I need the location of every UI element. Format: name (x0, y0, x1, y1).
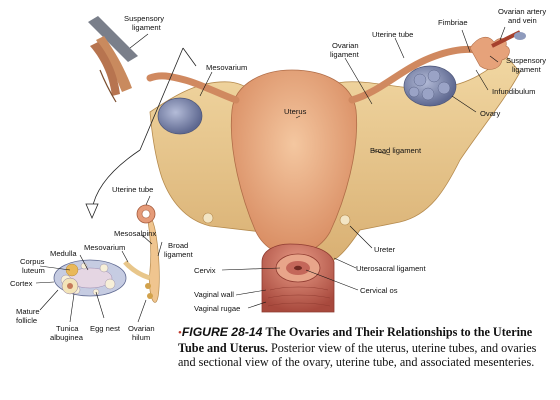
label-infundibulum: Infundibulum (492, 87, 535, 96)
figure-body: Posterior view of the uterus, uterine tu… (178, 340, 537, 370)
label-mesovarium-top: Mesovarium (206, 63, 247, 72)
fimbriae (469, 36, 510, 70)
label-ovarian-ligament: Ovarian ligament (330, 41, 361, 59)
label-ovarian-hilum: Ovarian hilum (128, 324, 157, 342)
label-broad-ligament-right: Broad ligament (370, 146, 422, 155)
label-broad-ligament-inset: Broad ligament (164, 241, 194, 259)
figure-caption: •FIGURE 28-14 The Ovaries and Their Rela… (178, 325, 556, 370)
label-cervix: Cervix (194, 266, 216, 275)
label-egg-nest: Egg nest (90, 324, 121, 333)
label-uterine-tube-top: Uterine tube (372, 30, 413, 39)
label-tunica-albuginea: Tunica albuginea (50, 324, 84, 342)
label-ureter: Ureter (374, 245, 396, 254)
label-vaginal-wall: Vaginal wall (194, 290, 234, 299)
ovary-left (157, 97, 203, 135)
label-uterine-tube-inset: Uterine tube (112, 185, 153, 194)
label-mesosalpinx: Mesosalpinx (114, 229, 156, 238)
inset-ovary-section (53, 204, 160, 303)
label-mature-follicle: Mature follicle (16, 307, 42, 325)
label-mesovarium-inset: Mesovarium (84, 243, 125, 252)
figure-number: FIGURE 28-14 (181, 325, 263, 339)
figure-title: The Ovaries and Their Relationships to t… (178, 325, 533, 355)
left-suspensory-vessels (88, 16, 138, 103)
uterine-tube-left (146, 72, 240, 104)
leader-lines (35, 26, 506, 323)
label-corpus-luteum: Corpus luteum (20, 257, 47, 275)
label-ovarian-artery-vein: Ovarian artery and vein (498, 7, 548, 25)
label-suspensory-ligament-left: Suspensory ligament (124, 14, 166, 32)
label-uterosacral-ligament: Uterosacral ligament (356, 264, 427, 273)
label-vaginal-rugae: Vaginal rugae (194, 304, 240, 313)
label-ovary: Ovary (480, 109, 500, 118)
caption-bullet: • (178, 327, 182, 339)
uterus (230, 69, 358, 257)
label-suspensory-ligament-right: Suspensory ligament (506, 56, 548, 74)
label-cervical-os: Cervical os (360, 286, 398, 295)
label-cortex: Cortex (10, 279, 33, 288)
label-fimbriae: Fimbriae (438, 18, 468, 27)
label-uterus: Uterus (284, 107, 307, 116)
label-medulla: Medulla (50, 249, 77, 258)
cervical-os (294, 265, 302, 271)
